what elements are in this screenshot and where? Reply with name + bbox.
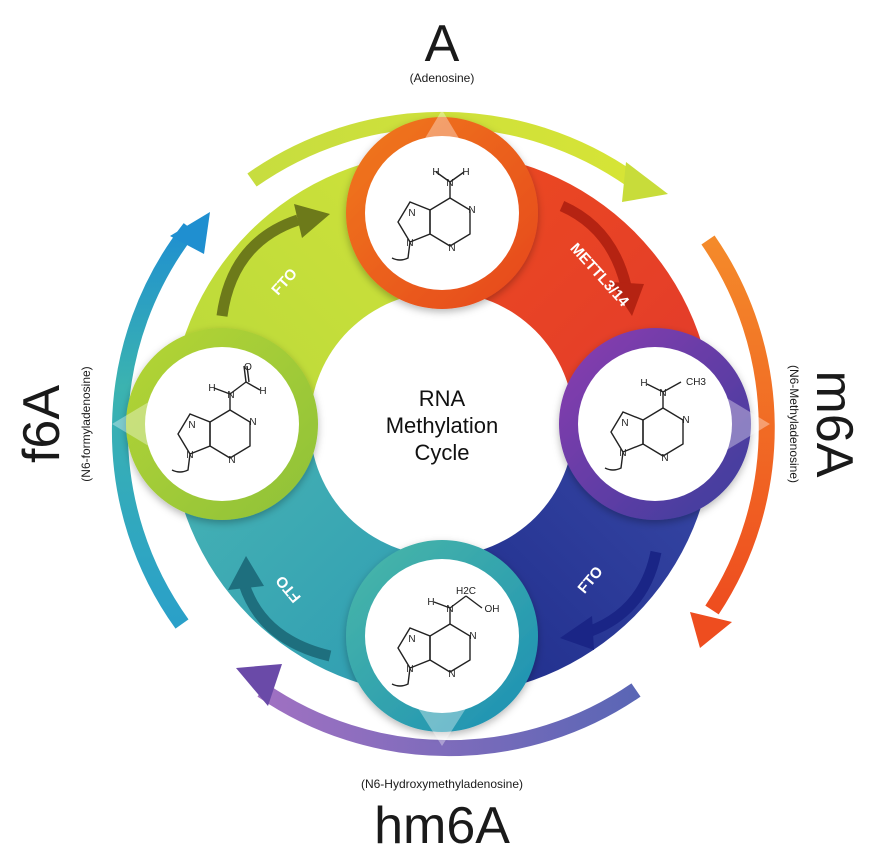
node-f6a-pointer	[112, 394, 162, 454]
node-f6a-disc	[145, 347, 299, 501]
atom-n: N	[408, 634, 415, 645]
outer-arrow-top-head	[622, 162, 668, 202]
node-f6a-symbol: f6A	[13, 384, 71, 464]
outer-arrow-left-head	[170, 212, 210, 254]
center-title: RNA Methylation Cycle	[342, 385, 542, 466]
atom-n: N	[186, 450, 193, 461]
outer-arrow-right	[701, 235, 775, 615]
inner-arrow-m6a-to-hm6a	[586, 550, 662, 638]
atom-n: N	[408, 208, 415, 219]
atom-ch2: H2C	[456, 586, 476, 597]
inner-arrows	[216, 200, 662, 662]
node-a-pointer	[412, 110, 472, 160]
atom-n: N	[249, 417, 256, 428]
atom-h: H	[427, 597, 434, 608]
atom-n: N	[227, 390, 234, 401]
outer-arrow-left	[111, 223, 197, 629]
atom-n: N	[659, 388, 666, 399]
inner-arrow-hm6a-to-f6a-head	[228, 556, 264, 590]
atom-n: N	[446, 604, 453, 615]
atom-n: N	[448, 669, 455, 680]
atom-o: O	[244, 362, 252, 373]
inner-arrow-a-to-m6a-head	[610, 282, 644, 316]
molecule-hm6a-atoms: H N H2C OH N N N N	[406, 586, 499, 680]
node-hm6a	[346, 540, 538, 732]
node-f6a	[126, 328, 318, 520]
atom-ch3: CH3	[686, 377, 706, 388]
inner-arrow-f6a-to-a	[216, 214, 300, 317]
molecule-adenosine	[391, 171, 471, 261]
inner-arrow-a-to-m6a	[559, 200, 632, 288]
inner-arrow-f6a-to-a-head	[294, 204, 330, 238]
node-hm6a-symbol: hm6A	[374, 797, 510, 855]
outer-arrow-right-head	[690, 612, 732, 648]
atom-h: H	[432, 167, 439, 178]
molecule-m6a-atoms: H N CH3 N N N N	[619, 377, 706, 464]
atom-h: H	[259, 386, 266, 397]
atom-n: N	[469, 631, 476, 642]
node-hm6a-name: (N6-Hydroxymethyladenosine)	[360, 777, 524, 791]
atom-n: N	[621, 418, 628, 429]
atom-n: N	[228, 455, 235, 466]
atom-h: H	[640, 378, 647, 389]
node-a-name: (Adenosine)	[409, 71, 475, 85]
atom-h: H	[208, 383, 215, 394]
node-a-symbol: A	[424, 15, 460, 73]
center-title-line3: Cycle	[414, 440, 470, 465]
node-m6a-symbol: m6A	[805, 370, 863, 478]
atom-h: H	[462, 167, 469, 178]
node-a-disc	[365, 136, 519, 290]
atom-n: N	[406, 664, 413, 675]
inner-arrow-hm6a-to-f6a	[238, 582, 332, 662]
atom-n: N	[188, 420, 195, 431]
center-circle	[310, 292, 574, 556]
atom-n: N	[448, 243, 455, 254]
node-m6a	[559, 328, 751, 520]
molecule-adenosine-atoms: N H H N N N N	[406, 167, 475, 254]
molecule-f6a-atoms: H N O H N N N N	[186, 362, 266, 466]
node-m6a-name: (N6-Methyladenosine)	[787, 364, 801, 484]
atom-n: N	[446, 178, 453, 189]
molecule-f6a	[171, 365, 261, 473]
molecule-m6a	[604, 381, 684, 471]
center-title-line2: Methylation	[385, 413, 499, 438]
outer-arrow-bottom	[257, 683, 641, 757]
node-hm6a-pointer	[414, 702, 470, 746]
center-title-line1: RNA	[418, 386, 466, 411]
atom-n: N	[619, 448, 626, 459]
atom-n: N	[682, 415, 689, 426]
molecule-hm6a	[391, 595, 483, 687]
inner-arrow-m6a-to-hm6a-head	[560, 616, 594, 650]
atom-n: N	[406, 238, 413, 249]
node-m6a-disc	[578, 347, 732, 501]
atom-n: N	[661, 453, 668, 464]
node-a	[346, 117, 538, 309]
atom-oh: OH	[485, 604, 500, 615]
node-f6a-name: (N6-formyladenosine)	[79, 366, 93, 482]
node-hm6a-disc	[365, 559, 519, 713]
node-m6a-pointer	[720, 394, 770, 454]
outer-arrow-bottom-head	[236, 664, 282, 706]
atom-n: N	[468, 205, 475, 216]
